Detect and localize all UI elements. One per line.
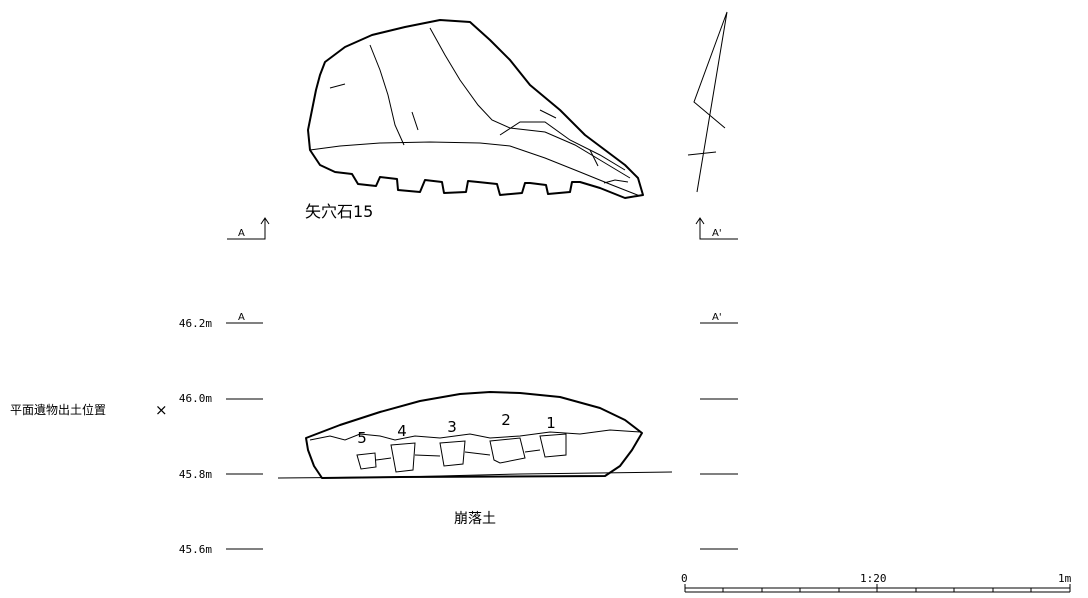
section-marker-right: A' — [695, 217, 738, 240]
scale-start-label: 0 — [681, 572, 688, 585]
hole-number: 2 — [501, 411, 511, 429]
section-label-left-bottom: A — [238, 312, 245, 323]
location-mark-label: 平面遺物出土位置 — [10, 402, 106, 417]
hole-number: 1 — [546, 414, 556, 432]
section-label-left: A — [238, 228, 245, 239]
cross-mark-icon: × — [155, 401, 168, 419]
hole-number: 3 — [447, 418, 457, 436]
object-label: 矢穴石15 — [305, 202, 373, 221]
section-label-right: A' — [712, 228, 722, 239]
scale-ratio-label: 1:20 — [860, 572, 887, 585]
scale-bar: 0 1:20 1m — [681, 572, 1072, 593]
stone-side-profile — [687, 11, 728, 193]
elevation-scale: 46.2m 46.0m 45.8m 45.6m A A' — [179, 312, 738, 556]
stone-plan-view — [307, 19, 644, 199]
hole-number: 4 — [397, 422, 407, 440]
elevation-label: 45.8m — [179, 468, 212, 481]
elevation-label: 45.6m — [179, 543, 212, 556]
section-label-right-bottom: A' — [712, 312, 722, 323]
stone-section-view — [277, 391, 673, 479]
soil-label: 崩落土 — [454, 511, 496, 527]
elevation-label: 46.0m — [179, 392, 212, 405]
elevation-label: 46.2m — [179, 317, 212, 330]
section-marker-left: A — [227, 217, 270, 240]
hole-number: 5 — [357, 429, 367, 447]
scale-end-label: 1m — [1058, 572, 1072, 585]
